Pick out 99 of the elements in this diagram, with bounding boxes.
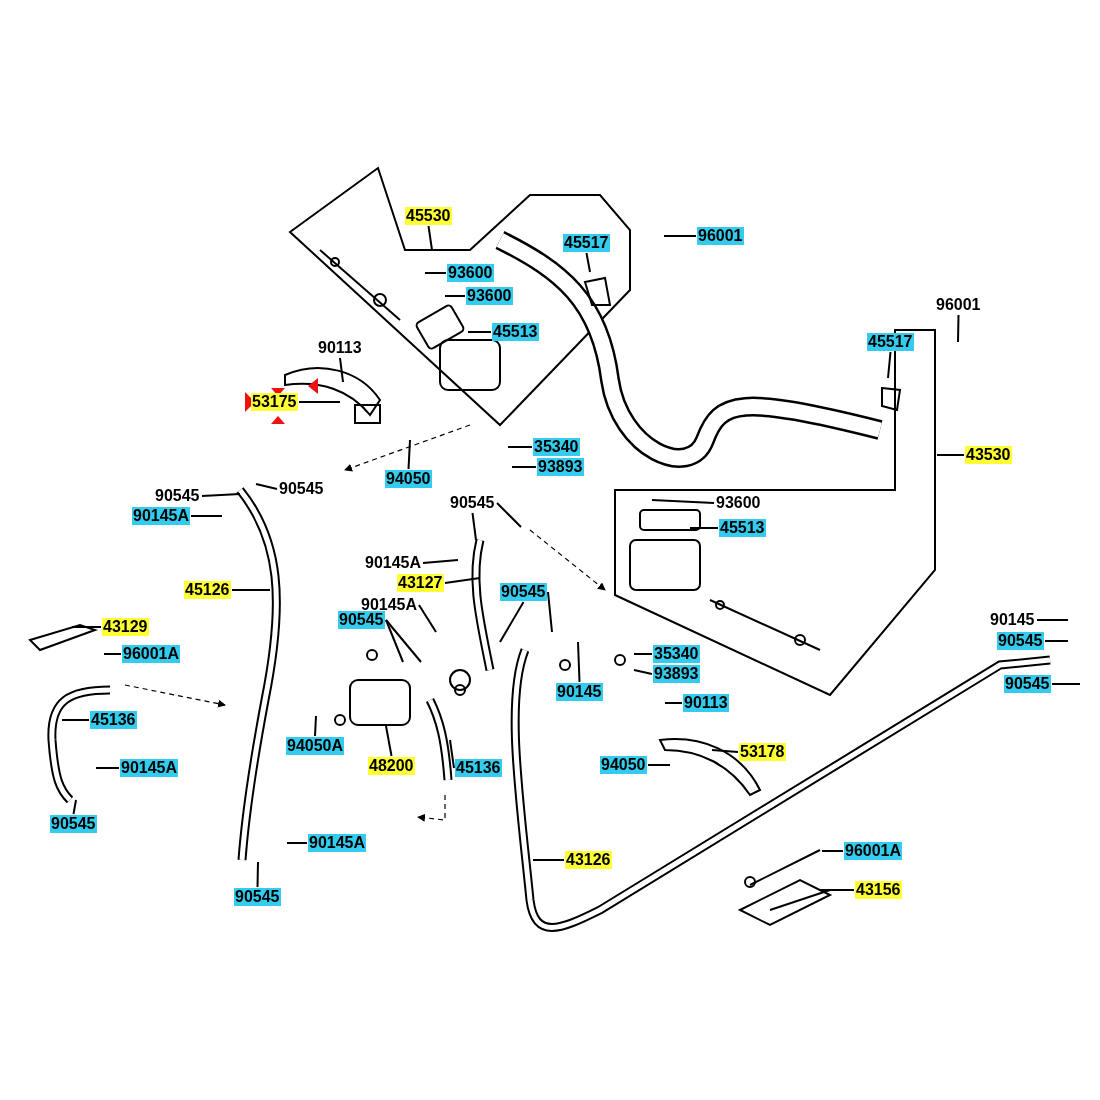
- callout-number: 90145: [556, 683, 603, 701]
- leader-line: [61, 719, 90, 721]
- callout-number: 43126: [565, 851, 612, 869]
- callout-number: 90545: [154, 487, 201, 505]
- leader-line: [1044, 640, 1069, 642]
- leader-line: [821, 850, 844, 852]
- leader-line: [633, 669, 653, 675]
- leader-line: [577, 641, 581, 683]
- callout-number: 93600: [715, 494, 762, 512]
- callout-number: 90545: [449, 494, 496, 512]
- callout-number: 45517: [867, 333, 914, 351]
- leader-line: [385, 725, 393, 757]
- leader-line: [231, 589, 271, 591]
- callout-number: 90145A: [132, 507, 191, 525]
- leader-line: [936, 454, 965, 456]
- leader-line: [95, 767, 120, 769]
- leader-line: [819, 889, 855, 891]
- callout-number: 45126: [184, 581, 231, 599]
- callout-number: 43129: [102, 618, 149, 636]
- callout-number: 96001A: [122, 645, 181, 663]
- callout-number: 45513: [719, 519, 766, 537]
- leader-line: [286, 842, 308, 844]
- callout-number: 35340: [533, 438, 580, 456]
- callout-number: 90545: [500, 583, 547, 601]
- callout-number: 93600: [447, 264, 494, 282]
- leader-line: [1036, 619, 1069, 621]
- leader-line: [424, 272, 447, 274]
- callout-number: 45530: [405, 207, 452, 225]
- leader-line: [444, 577, 481, 584]
- callout-number: 90545: [278, 480, 325, 498]
- callout-number: 43127: [397, 574, 444, 592]
- callout-number: 90545: [997, 632, 1044, 650]
- leader-line: [647, 764, 671, 766]
- leader-line: [689, 527, 719, 529]
- callout-number: 96001: [935, 296, 982, 314]
- callout-number: 90545: [50, 815, 97, 833]
- leader-line: [664, 702, 683, 704]
- leader-line: [651, 499, 715, 504]
- leader-line: [72, 799, 77, 815]
- leader-line: [449, 739, 455, 769]
- leader-line: [339, 357, 344, 383]
- leader-line: [298, 401, 341, 403]
- callout-number: 45136: [455, 759, 502, 777]
- leader-line: [471, 512, 477, 541]
- callout-number: 90145A: [120, 759, 179, 777]
- callout-number: 45513: [492, 323, 539, 341]
- callout-number: 43156: [855, 881, 902, 899]
- callout-number: 90145: [989, 611, 1036, 629]
- callout-number: 96001: [697, 227, 744, 245]
- callout-number: 48200: [368, 757, 415, 775]
- leader-line: [314, 715, 317, 737]
- leader-line: [1051, 683, 1081, 685]
- callout-number: 94050: [600, 756, 647, 774]
- callout-number: 93893: [653, 665, 700, 683]
- leader-line: [427, 225, 433, 251]
- leader-line: [418, 604, 437, 633]
- leader-line: [71, 626, 102, 628]
- leader-line: [467, 331, 492, 333]
- leader-line: [633, 653, 653, 655]
- callout-number: 90113: [683, 694, 729, 712]
- leader-line: [422, 559, 459, 564]
- callout-number: 90545: [234, 888, 281, 906]
- callout-number: 94050A: [286, 737, 345, 755]
- leader-line: [547, 591, 553, 633]
- leader-line: [201, 493, 241, 497]
- callout-number: 94050: [385, 470, 432, 488]
- callout-number: 90113: [317, 339, 363, 357]
- callout-number: 53178: [739, 743, 786, 761]
- leader-line: [507, 446, 533, 448]
- leader-line: [663, 235, 697, 237]
- callout-number: 93600: [466, 287, 513, 305]
- leader-line: [511, 466, 537, 468]
- callout-number: 90545: [338, 611, 385, 629]
- leader-line: [256, 861, 259, 888]
- callout-number: 35340: [653, 645, 700, 663]
- leader-line: [496, 502, 522, 528]
- callout-number: 90145A: [364, 554, 423, 572]
- leader-line: [711, 749, 739, 753]
- leader-line: [407, 439, 411, 470]
- leader-line: [385, 619, 404, 663]
- callout-number: 45136: [90, 711, 137, 729]
- callout-number: 93893: [537, 458, 584, 476]
- callout-number: 90145A: [360, 596, 419, 614]
- leader-line: [887, 351, 892, 379]
- leader-line: [255, 483, 278, 490]
- callout-number: 90545: [1004, 675, 1051, 693]
- leader-line: [385, 619, 422, 663]
- callout-number: 45517: [563, 234, 610, 252]
- leader-line: [585, 252, 591, 273]
- leader-line: [499, 601, 525, 643]
- leader-line: [103, 653, 122, 655]
- leader-line: [957, 314, 960, 343]
- callout-number: 53175: [251, 393, 298, 411]
- callout-number: 96001A: [844, 842, 903, 860]
- leader-line: [190, 515, 223, 517]
- leader-line: [532, 859, 565, 861]
- callout-number: 43530: [965, 446, 1012, 464]
- callout-number: 90145A: [308, 834, 367, 852]
- leader-line: [444, 295, 466, 297]
